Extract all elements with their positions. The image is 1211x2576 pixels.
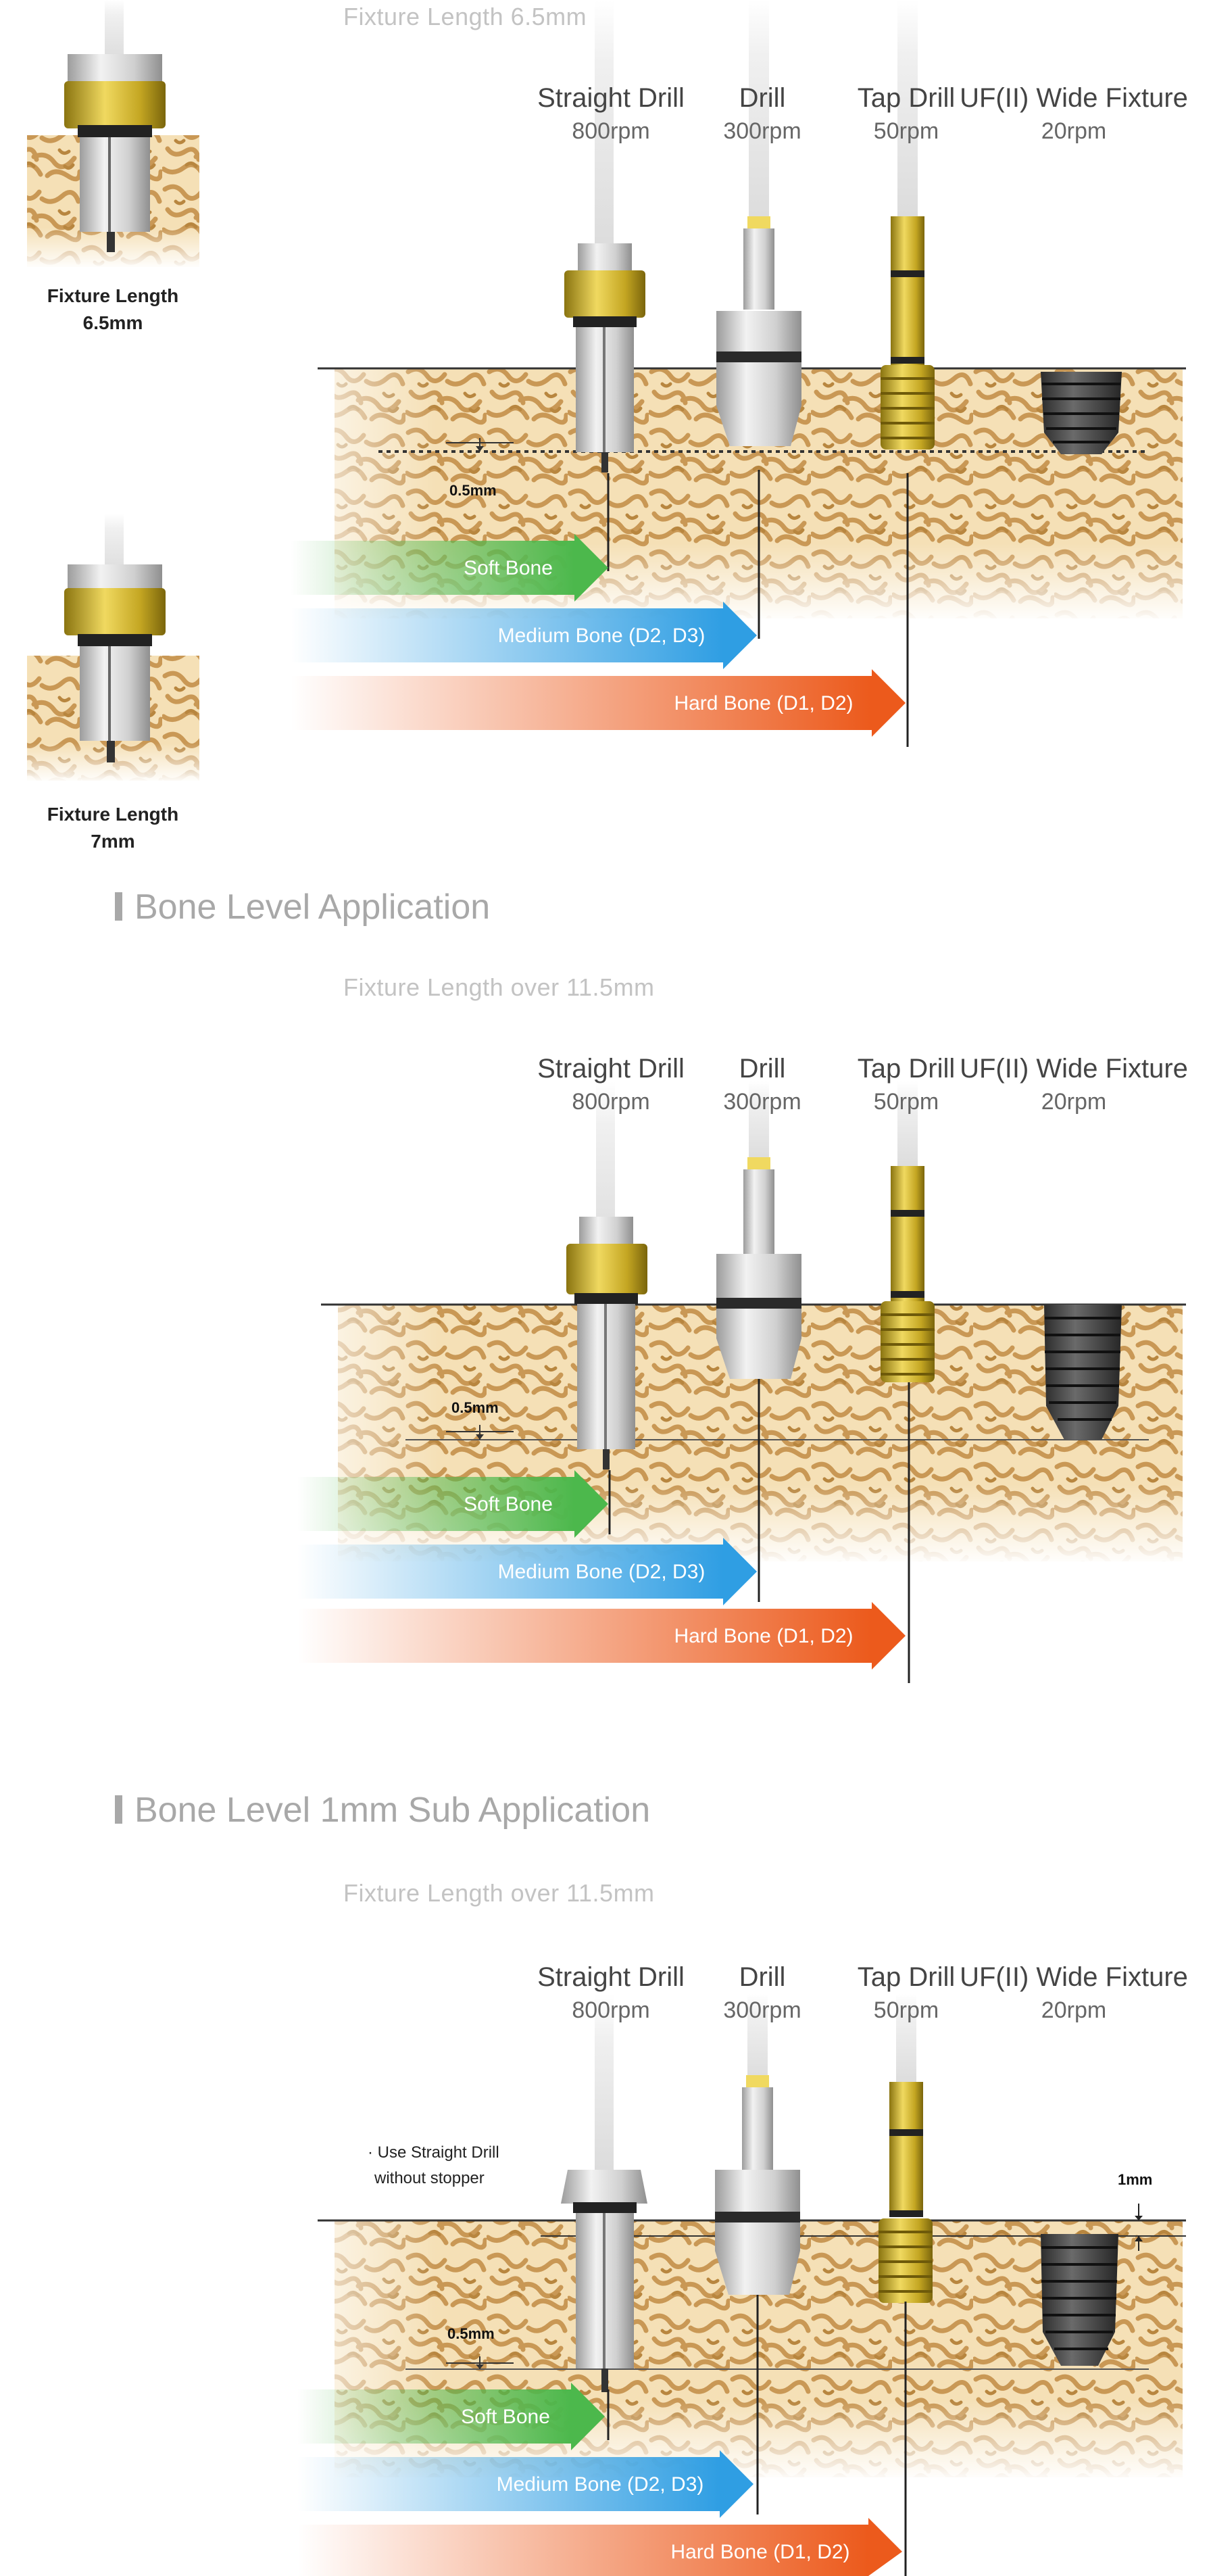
drill-illustration-1 [716, 0, 801, 446]
tool-rpm: 50rpm [873, 1997, 939, 2023]
tool-tap-drill-2: Tap Drill 50rpm [858, 1050, 955, 1117]
note-line2: without stopper [374, 2169, 485, 2187]
arrow-label-hard-bone-2: Hard Bone (D1, D2) [674, 1625, 853, 1647]
hard-bone-arrow-1 [291, 669, 906, 737]
tool-name: UF(II) Wide Fixture [960, 83, 1188, 113]
arrow-label-soft-bone-2: Soft Bone [464, 1493, 553, 1515]
title-bar-icon [115, 892, 122, 921]
note-line1: · Use Straight Drill [368, 2143, 499, 2162]
arrow-label-hard-bone-3: Hard Bone (D1, D2) [670, 2541, 849, 2563]
fixture-length-caption-3: Fixture Length over 11.5mm [343, 1879, 655, 1907]
fixture-length-caption-1: Fixture Length 6.5mm [343, 3, 587, 30]
side-example-7mm [27, 514, 199, 781]
tool-rpm: 800rpm [572, 1997, 650, 2023]
title-bar-icon [115, 1795, 122, 1824]
hard-bone-arrow-3 [297, 2518, 902, 2576]
arrow-label-soft-bone-3: Soft Bone [461, 2406, 550, 2428]
depth-label-3: 0.5mm [447, 2325, 495, 2342]
tool-fixture-1: UF(II) Wide Fixture 20rpm [960, 80, 1188, 146]
drill-illustration-2 [716, 1082, 801, 1379]
arrow-label-medium-bone-2: Medium Bone (D2, D3) [498, 1561, 706, 1583]
tap-drill-illustration-2 [881, 1082, 935, 1382]
tool-rpm: 300rpm [723, 1997, 801, 2023]
side-example-6-5mm [27, 0, 199, 267]
arrow-label-hard-bone-1: Hard Bone (D1, D2) [674, 692, 853, 714]
tool-name: Tap Drill [857, 1054, 956, 1084]
medium-bone-arrow-1 [291, 602, 757, 669]
fixture-illustration-3 [1041, 2234, 1118, 2366]
side-label-line1: Fixture Length [47, 804, 179, 825]
medium-bone-arrow-3 [297, 2450, 753, 2518]
fixture-illustration-2 [1044, 1305, 1122, 1440]
side-example-label-6-5mm: Fixture Length 6.5mm [47, 283, 178, 337]
depth-label-2: 0.5mm [451, 1399, 499, 1416]
tool-drill-1: Drill 300rpm [723, 80, 801, 146]
section-title-bone-level: Bone Level Application [115, 887, 490, 927]
section-2-diagram [297, 1082, 1186, 1683]
depth-label-1: 0.5mm [449, 482, 497, 499]
hard-bone-arrow-2 [297, 1602, 906, 1670]
arrow-label-medium-bone-1: Medium Bone (D2, D3) [498, 625, 706, 647]
tool-tap-drill-1: Tap Drill 50rpm [858, 80, 955, 146]
tool-straight-drill-1: Straight Drill 800rpm [537, 80, 685, 146]
arrow-label-soft-bone-1: Soft Bone [464, 557, 553, 579]
tool-name: Tap Drill [857, 83, 956, 113]
straight-drill-note: · Use Straight Drill without stopper [368, 2140, 499, 2191]
straight-drill-illustration-2 [566, 1082, 647, 1469]
tool-name: Tap Drill [857, 1962, 956, 1992]
tool-straight-drill-2: Straight Drill 800rpm [537, 1050, 685, 1117]
tool-name: Drill [739, 83, 786, 113]
tool-rpm: 20rpm [1041, 1997, 1107, 2023]
fixture-length-caption-2: Fixture Length over 11.5mm [343, 973, 655, 1001]
tool-rpm: 300rpm [723, 1089, 801, 1115]
straight-drill-illustration-1 [564, 0, 645, 472]
tool-rpm: 300rpm [723, 118, 801, 144]
section-1-diagram [291, 0, 1186, 747]
drill-illustration-3 [715, 1994, 800, 2295]
side-label-line1: Fixture Length [47, 285, 179, 306]
tool-fixture-3: UF(II) Wide Fixture 20rpm [960, 1959, 1188, 2025]
tool-rpm: 800rpm [572, 118, 650, 144]
tool-name: Drill [739, 1962, 786, 1992]
tool-drill-2: Drill 300rpm [723, 1050, 801, 1117]
tool-rpm: 20rpm [1041, 1089, 1107, 1115]
straight-drill-illustration-3 [561, 1994, 647, 2392]
medium-bone-arrow-2 [297, 1538, 757, 1605]
tool-name: Drill [739, 1054, 786, 1084]
tool-name: UF(II) Wide Fixture [960, 1054, 1188, 1084]
tool-tap-drill-3: Tap Drill 50rpm [858, 1959, 955, 2025]
arrow-label-medium-bone-3: Medium Bone (D2, D3) [497, 2473, 704, 2496]
tap-drill-illustration-1 [881, 0, 935, 449]
soft-bone-arrow-2 [297, 1470, 608, 1538]
section-title-text: Bone Level Application [134, 888, 491, 927]
section-title-bone-level-1mm-sub: Bone Level 1mm Sub Application [115, 1790, 650, 1830]
side-label-line2: 7mm [91, 831, 135, 852]
tool-name: Straight Drill [537, 1962, 685, 1992]
side-example-label-7mm: Fixture Length 7mm [47, 801, 178, 855]
tool-name: Straight Drill [537, 1054, 685, 1084]
soft-bone-arrow-1 [291, 534, 608, 602]
tool-rpm: 50rpm [873, 1089, 939, 1115]
tool-rpm: 800rpm [572, 1089, 650, 1115]
tool-straight-drill-3: Straight Drill 800rpm [537, 1959, 685, 2025]
section-title-text: Bone Level 1mm Sub Application [134, 1791, 651, 1830]
tool-fixture-2: UF(II) Wide Fixture 20rpm [960, 1050, 1188, 1117]
tap-drill-illustration-3 [879, 1994, 933, 2303]
fixture-illustration-1 [1041, 372, 1122, 454]
tool-rpm: 20rpm [1041, 118, 1107, 144]
tool-rpm: 50rpm [873, 118, 939, 144]
tool-drill-3: Drill 300rpm [723, 1959, 801, 2025]
sub-depth-label: 1mm [1118, 2171, 1153, 2188]
tool-name: UF(II) Wide Fixture [960, 1962, 1188, 1992]
section-3-diagram [297, 1994, 1186, 2576]
soft-bone-arrow-3 [297, 2383, 605, 2450]
tool-name: Straight Drill [537, 83, 685, 113]
side-label-line2: 6.5mm [82, 312, 143, 333]
